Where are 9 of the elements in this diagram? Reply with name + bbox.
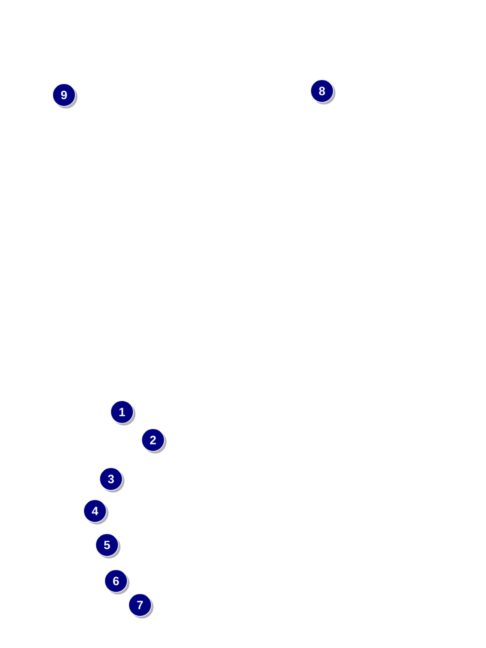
callout-number: 8	[310, 79, 336, 104]
callout-number: 2	[141, 428, 166, 454]
callout-number: 6	[104, 569, 130, 594]
callout-number: 7	[128, 593, 154, 618]
callout-number: 3	[99, 467, 124, 492]
callout-number: 1	[110, 400, 136, 426]
callout-number: 5	[95, 533, 120, 558]
callout-number: 9	[52, 83, 78, 108]
callout-number: 4	[83, 499, 108, 524]
